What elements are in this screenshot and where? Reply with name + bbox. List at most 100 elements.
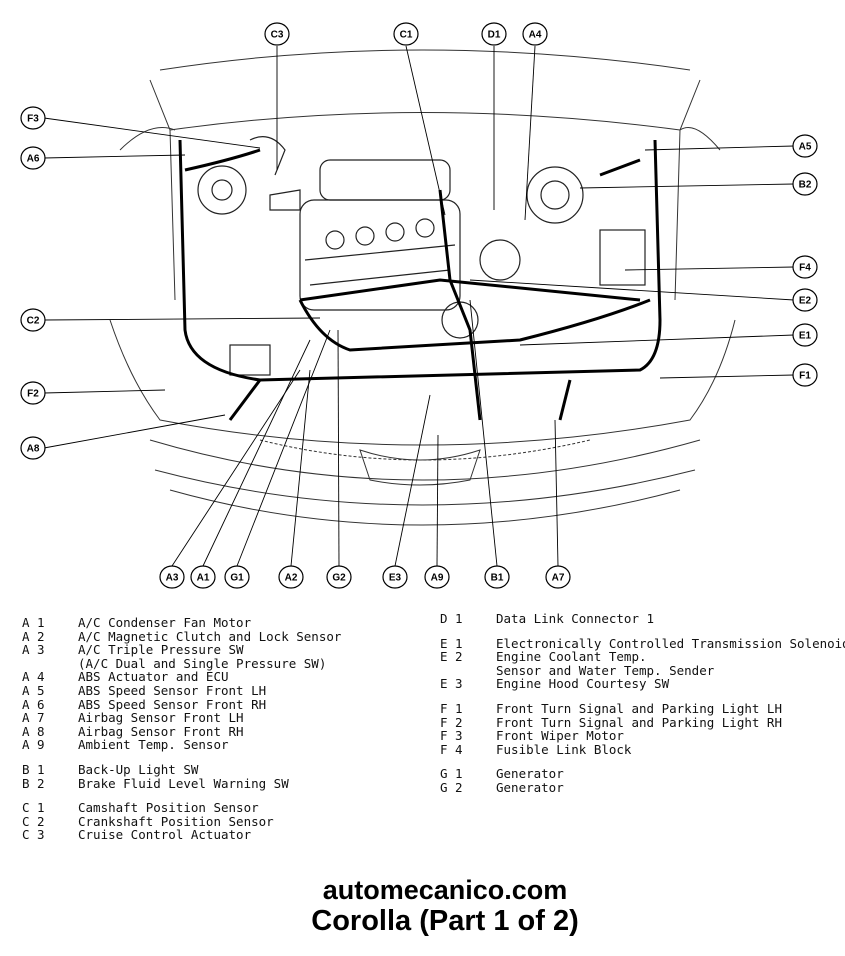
legend-text: Generator: [496, 779, 564, 795]
callout-a9: A9: [424, 565, 450, 589]
callout-label: B1: [491, 573, 504, 584]
legend-code: E 3: [440, 676, 463, 692]
legend-code: D 1: [440, 611, 463, 626]
legend-text: Sensor and Water Temp. Sender: [496, 662, 715, 678]
legend-code: G 2: [440, 779, 463, 795]
callout-label: E3: [389, 573, 402, 584]
legend-row: A 2 A/C Magnetic Clutch and Lock Sensor: [22, 628, 342, 644]
legend-code: G 1: [440, 766, 463, 782]
legend-text: A/C Magnetic Clutch and Lock Sensor: [78, 628, 342, 644]
legend-row: C 1 Camshaft Position Sensor: [22, 801, 341, 815]
callout-b1: B1: [484, 565, 510, 589]
engine-block-drawing: [197, 136, 646, 376]
legend-code: A 7: [22, 710, 45, 726]
callout-c2: C2: [20, 308, 46, 332]
legend-text: Generator: [496, 766, 564, 782]
legend-row: E 2 Engine Coolant Temp.: [440, 650, 845, 664]
legend-code: E 1: [440, 635, 463, 651]
legend-text: ABS Speed Sensor Front RH: [78, 696, 267, 712]
callout-label: G2: [332, 573, 346, 584]
legend-text: Front Turn Signal and Parking Light RH: [496, 714, 782, 730]
legend-row: Sensor and Water Temp. Sender: [440, 664, 845, 678]
legend-code: A 1: [22, 615, 45, 630]
callout-label: A6: [27, 154, 40, 165]
legend-code: A 4: [22, 669, 45, 685]
callout-a1: A1: [190, 565, 216, 589]
legend-text: A/C Triple Pressure SW: [78, 642, 244, 658]
callout-label: A8: [27, 444, 40, 455]
legend-code: A 9: [22, 737, 45, 753]
callout-label: B2: [799, 180, 812, 191]
legend-text: Electronically Controlled Transmission S…: [496, 635, 845, 651]
legend-code: A 2: [22, 628, 45, 644]
callout-label: F2: [27, 389, 39, 400]
legend-text: Engine Coolant Temp.: [496, 649, 647, 665]
legend-code: E 2: [440, 649, 463, 665]
component-legend-right: D 1 Data Link Connector 1 E 1 Electronicall…: [440, 612, 845, 795]
callout-f4: F4: [792, 255, 818, 279]
legend-row: E 1 Electronically Controlled Transmissio…: [440, 635, 845, 651]
legend-text: Front Turn Signal and Parking Light LH: [496, 700, 782, 716]
car-body-outline: [109, 49, 736, 526]
callout-label: A3: [166, 573, 179, 584]
legend-row: (A/C Dual and Single Pressure SW): [22, 657, 341, 671]
legend-text: Fusible Link Block: [496, 741, 632, 757]
legend-code: F 2: [440, 714, 463, 730]
legend-code: C 1: [22, 800, 45, 816]
callout-c3: C3: [264, 22, 290, 46]
legend-code: C 2: [22, 813, 45, 829]
legend-text: Crankshaft Position Sensor: [78, 813, 274, 829]
legend-text: Cruise Control Actuator: [78, 827, 252, 843]
legend-code: A 3: [22, 642, 45, 658]
callout-a6: A6: [20, 146, 46, 170]
callout-a4: A4: [522, 22, 548, 46]
footer-site-name: automecanico.com: [322, 875, 568, 905]
callout-label: A2: [285, 573, 298, 584]
legend-text: Data Link Connector 1: [496, 611, 655, 626]
legend-gap: [440, 626, 845, 637]
footer-diagram-title: Corolla (Part 1 of 2): [311, 905, 579, 937]
legend-text: Back-Up Light SW: [78, 761, 199, 777]
callout-f1: F1: [792, 363, 818, 387]
callout-label: A9: [431, 573, 444, 584]
legend-row: G 1 Generator: [440, 767, 845, 781]
callout-label: E1: [799, 331, 812, 342]
callout-a3: A3: [159, 565, 185, 589]
callout-label: C3: [271, 30, 284, 41]
legend-code: [440, 664, 496, 678]
legend-code: A 5: [22, 682, 45, 698]
callout-b2: B2: [792, 172, 818, 196]
callout-f3: F3: [20, 106, 46, 130]
callout-label: F4: [799, 263, 811, 274]
legend-code: F 4: [440, 741, 463, 757]
callout-label: G1: [230, 573, 244, 584]
legend-row: F 4 Fusible Link Block: [440, 743, 845, 757]
callout-label: F1: [799, 371, 811, 382]
callout-label: A7: [552, 573, 565, 584]
wiring-harness: [178, 139, 662, 421]
callout-a8: A8: [20, 436, 46, 460]
callout-e3: E3: [382, 565, 408, 589]
callout-label: F3: [27, 114, 39, 125]
legend-code: A 8: [22, 723, 45, 739]
legend-text: Front Wiper Motor: [496, 728, 624, 744]
callout-label: C2: [27, 316, 40, 327]
callout-label: E2: [799, 296, 812, 307]
callout-label: A4: [529, 30, 542, 41]
legend-text: Camshaft Position Sensor: [78, 800, 259, 816]
callout-a2: A2: [278, 565, 304, 589]
legend-row: D 1 Data Link Connector 1: [440, 612, 845, 626]
component-legend-left: A 1 A/C Condenser Fan Motor A 2 A/C Magneti…: [22, 616, 341, 842]
legend-text: A/C Condenser Fan Motor: [78, 615, 252, 630]
